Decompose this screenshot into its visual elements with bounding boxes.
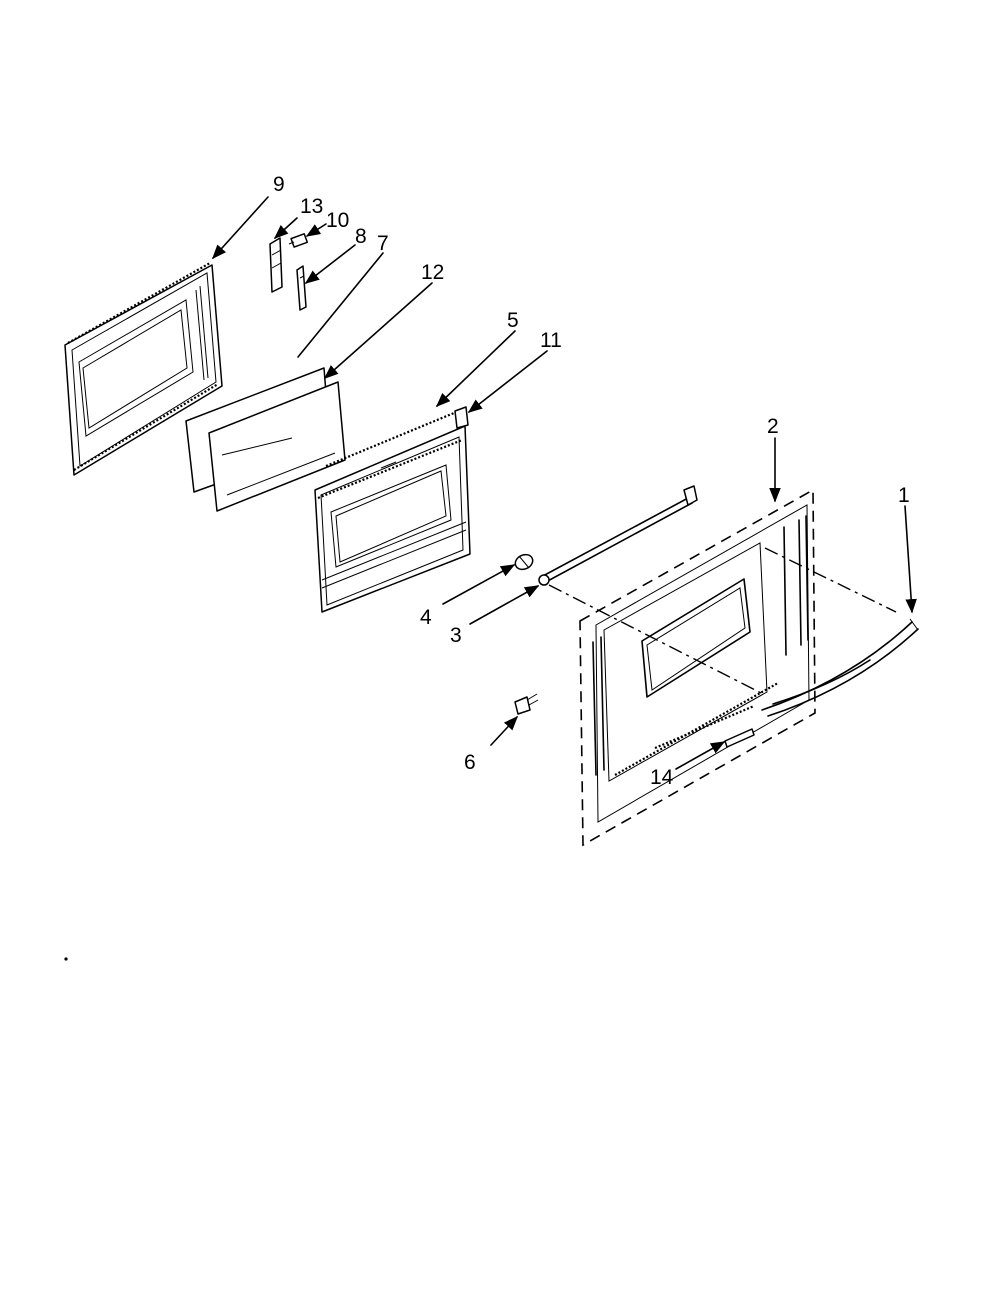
callout-10: 10 — [326, 209, 349, 232]
part-12-glass-pane — [185, 367, 346, 512]
part-14-badge-strip — [654, 704, 755, 750]
part-1-handle — [761, 618, 919, 717]
callout-5: 5 — [507, 309, 519, 332]
callout-labels: 9 13 10 8 7 12 5 11 2 1 4 3 6 14 — [273, 173, 910, 789]
alignment-lines — [548, 547, 897, 696]
part-13-bracket — [269, 237, 283, 293]
callout-3: 3 — [450, 624, 462, 647]
part-4-end-cap — [514, 553, 534, 571]
stray-dot — [64, 957, 68, 961]
part-2-outer-door — [579, 488, 816, 847]
callout-12: 12 — [421, 261, 444, 284]
callout-13: 13 — [300, 195, 323, 218]
part-10-clip — [288, 233, 309, 248]
callout-8: 8 — [355, 225, 367, 248]
callout-14: 14 — [650, 766, 674, 789]
callout-6: 6 — [464, 751, 476, 774]
part-6-screw — [514, 693, 539, 715]
callout-2: 2 — [767, 415, 779, 438]
part-3-hinge-rod — [538, 485, 698, 586]
callout-7: 7 — [377, 232, 389, 255]
callout-9: 9 — [273, 173, 285, 196]
leader-arrows — [212, 196, 917, 770]
callout-1: 1 — [898, 484, 910, 507]
part-9-inner-door-panel — [64, 262, 223, 476]
callout-4: 4 — [420, 606, 432, 629]
callout-11: 11 — [540, 329, 562, 352]
part-8-spring — [296, 265, 307, 311]
part-5-door-frame — [314, 406, 471, 613]
